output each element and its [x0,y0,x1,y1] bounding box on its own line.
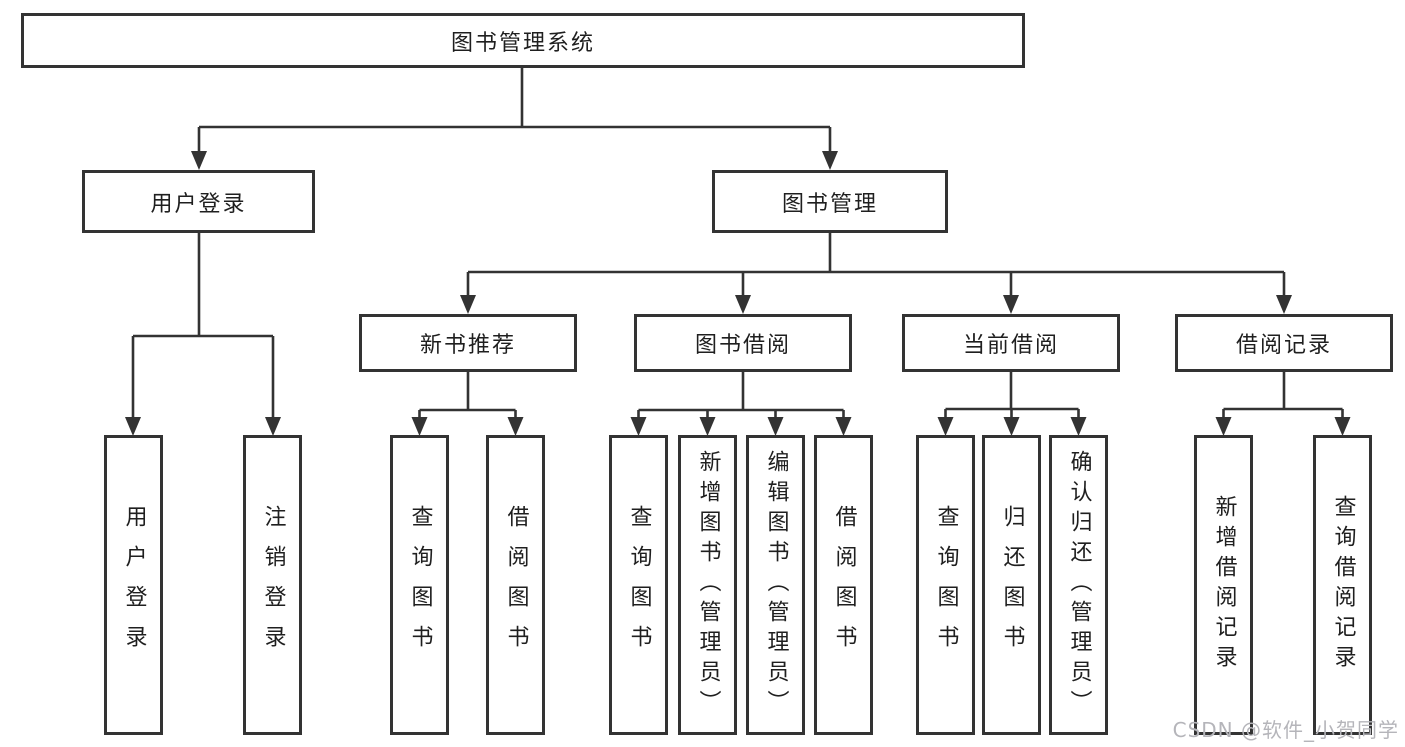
node-logout-label: 注销登录 [260,505,286,665]
connector-current-borrowing-children [937,372,1087,436]
node-borrowing-records: 借阅记录 [1175,314,1393,372]
node-query-books-recommendation: 查询图书 [390,435,449,735]
node-query-borrow-record: 查询借阅记录 [1313,435,1372,735]
node-book-management-branch: 图书管理 [712,170,948,233]
node-confirm-return-admin-label: 确认归还（管理员） [1066,450,1092,720]
node-add-borrow-record: 新增借阅记录 [1194,435,1253,735]
node-borrow-books-leaf: 借阅图书 [814,435,873,735]
connector-root-to-level2 [191,68,838,170]
node-logout: 注销登录 [243,435,302,735]
node-query-books-borrowing: 查询图书 [609,435,668,735]
node-add-borrow-record-label: 新增借阅记录 [1211,495,1237,675]
node-edit-books-admin: 编辑图书（管理员） [746,435,805,735]
csdn-watermark: CSDN @软件_小贺同学 [1172,718,1399,742]
node-new-book-recommendation: 新书推荐 [359,314,577,372]
node-edit-books-admin-label: 编辑图书（管理员） [763,450,789,720]
node-current-borrowing: 当前借阅 [902,314,1120,372]
node-book-management-system: 图书管理系统 [21,13,1025,68]
node-user-login-leaf: 用户登录 [104,435,163,735]
node-user-login-branch: 用户登录 [82,170,315,233]
node-borrow-books-leaf-label: 借阅图书 [831,505,857,665]
connector-user-login-children [125,233,281,436]
node-add-books-admin-label: 新增图书（管理员） [695,450,721,720]
node-user-login-leaf-label: 用户登录 [121,505,147,665]
node-return-books-label: 归还图书 [999,505,1025,665]
node-return-books: 归还图书 [982,435,1041,735]
node-query-borrow-record-label: 查询借阅记录 [1330,495,1356,675]
connector-book-borrowing-children [630,372,852,436]
connector-new-book-recommendation-children [411,372,524,436]
node-query-books-recommendation-label: 查询图书 [407,505,433,665]
node-query-books-borrowing-label: 查询图书 [626,505,652,665]
node-book-borrowing: 图书借阅 [634,314,852,372]
connector-book-management-to-level3 [460,233,1292,314]
node-add-books-admin: 新增图书（管理员） [678,435,737,735]
connector-borrowing-records-children [1215,372,1351,436]
node-confirm-return-admin: 确认归还（管理员） [1049,435,1108,735]
node-query-books-current: 查询图书 [916,435,975,735]
node-query-books-current-label: 查询图书 [933,505,959,665]
node-borrow-books-recommendation-label: 借阅图书 [503,505,529,665]
node-borrow-books-recommendation: 借阅图书 [486,435,545,735]
